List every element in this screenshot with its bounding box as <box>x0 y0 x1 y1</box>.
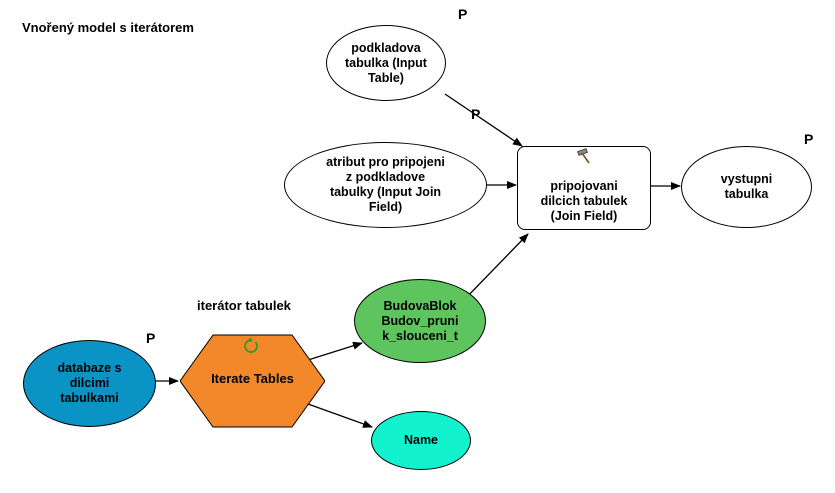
connector-iterate-to-iter-output <box>307 341 363 361</box>
node-input-table[interactable]: podkladova tabulka (Input Table) <box>326 25 446 101</box>
parameter-marker-output: P <box>804 131 814 147</box>
node-database-label: databaze s dilcimi tabulkami <box>57 361 122 405</box>
node-name-label: Name <box>403 433 439 447</box>
node-name[interactable]: Name <box>371 411 471 470</box>
iterate-cycle-icon <box>244 337 258 353</box>
node-join-field-attribute[interactable]: atribut pro pripojeni z podkladove tabul… <box>284 142 487 228</box>
node-iteration-output-label: BudovaBlok Budov_pruni k_slouceni_t <box>381 298 459 343</box>
connector-iter-output-to-join <box>461 233 529 303</box>
parameter-marker-database: P <box>146 330 156 346</box>
node-join-field-attribute-label: atribut pro pripojeni z podkladove tabul… <box>326 155 445 214</box>
node-iterate-tables-label: Iterate Tables <box>211 371 294 386</box>
node-iterate-tables[interactable] <box>180 334 325 428</box>
node-input-table-label: podkladova tabulka (Input Table) <box>345 40 427 85</box>
diagram-title: Vnořený model s iterátorem <box>22 20 194 35</box>
node-join-field-tool-label: pripojovani dilcich tabulek (Join Field) <box>540 178 628 223</box>
node-join-field-tool[interactable]: pripojovani dilcich tabulek (Join Field) <box>517 146 651 230</box>
node-output-table[interactable]: vystupni tabulka <box>681 146 812 228</box>
connector-input-table-to-join <box>444 93 523 147</box>
hammer-icon <box>577 148 590 164</box>
node-database[interactable]: databaze s dilcimi tabulkami <box>23 340 156 427</box>
iterator-label: iterátor tabulek <box>197 298 291 313</box>
connector-iterate-to-name <box>307 403 373 428</box>
node-iteration-output[interactable]: BudovaBlok Budov_pruni k_slouceni_t <box>354 279 486 363</box>
node-output-table-label: vystupni tabulka <box>720 172 773 201</box>
parameter-marker-join-field: P <box>471 106 481 122</box>
parameter-marker-input-table: P <box>458 6 468 22</box>
